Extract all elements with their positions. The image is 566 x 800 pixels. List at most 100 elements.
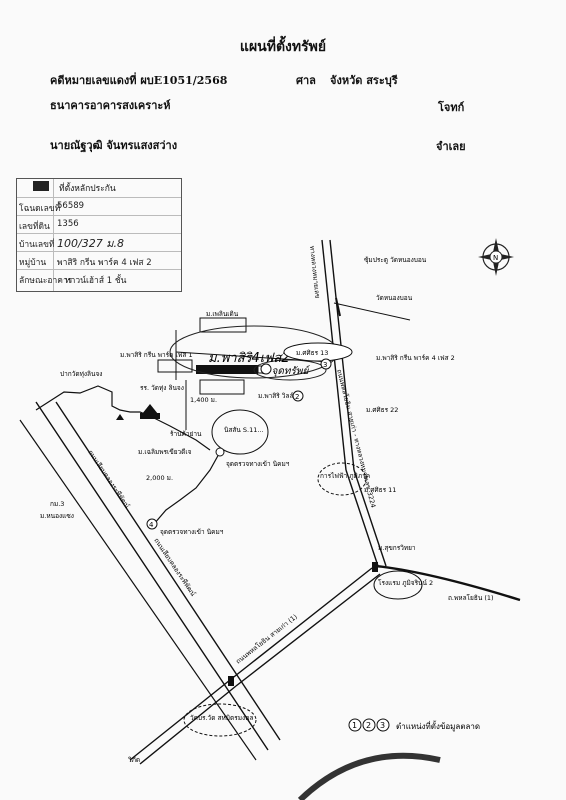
property-row-label: ลักษณะอาคาร bbox=[19, 276, 73, 286]
compass-icon: N bbox=[478, 238, 514, 276]
property-row: ลักษณะอาคาร ทาวน์เฮ้าส์ 1 ชั้น bbox=[17, 269, 181, 288]
map-label: ม.หนองแซง bbox=[40, 512, 74, 520]
property-row-label: หมู่บ้าน bbox=[19, 258, 47, 268]
legend-num: 1 bbox=[352, 721, 357, 730]
road-label: ถนนพหลโยธิน สายเก่า (1) bbox=[234, 613, 299, 666]
road-label: ถนนเลียบคลองระพีพัฒน์ bbox=[152, 537, 197, 599]
traffic-light-icon bbox=[372, 562, 378, 572]
map-label: ม.ศศิธร 11 bbox=[364, 486, 396, 494]
road-line bbox=[35, 385, 211, 451]
road-line bbox=[35, 401, 269, 751]
box-divider bbox=[53, 179, 54, 291]
map-label: จุดตรวจทางเข้า นิคมฯ bbox=[226, 460, 290, 468]
village-box bbox=[199, 379, 245, 395]
road-line bbox=[353, 469, 387, 567]
property-row: บ้านเลขที่ 100/327 ม.8 bbox=[17, 233, 181, 252]
road-label: ถนนพหลโยธิน สายเก่า - ทางหลวงหมายเลข 322… bbox=[335, 369, 377, 509]
property-row-value: 56589 bbox=[57, 201, 85, 211]
property-row-value: พาสิริ กรีน พาร์ค 4 เฟส 2 bbox=[57, 258, 152, 268]
property-row: เลขที่ดิน 1356 bbox=[17, 215, 181, 234]
legend-circle bbox=[348, 718, 362, 732]
property-row-value: 100/327 ม.8 bbox=[57, 237, 124, 250]
map-label: ม.เพลินเดิน bbox=[206, 310, 239, 318]
marker-circle bbox=[320, 358, 332, 370]
village-box bbox=[199, 317, 247, 333]
map-label: ม.พาสิริ วิลล์ bbox=[258, 392, 293, 400]
property-box-header: ที่ตั้งหลักประกัน bbox=[59, 184, 116, 194]
map-label: รร. วัดทุ่ง ลินจง bbox=[140, 384, 184, 392]
map-label: นิสสัน S.11... bbox=[224, 426, 264, 434]
handwritten-mark: 1 จุดทรัพย์ bbox=[262, 365, 310, 377]
map-label: ซุ้มประตู วัดหนองบอน bbox=[364, 256, 427, 264]
map-label: 1,400 ม. bbox=[190, 396, 217, 404]
road-line bbox=[235, 573, 381, 687]
property-row-label: บ้านเลขที่ bbox=[19, 240, 55, 250]
map-label: ถ.พหลโยธิน (1) bbox=[448, 594, 494, 602]
road-label: ถนนเลียบคลองระพีพัฒน์ bbox=[86, 449, 131, 511]
marker-circle bbox=[292, 390, 304, 402]
property-row: หมู่บ้าน พาสิริ กรีน พาร์ค 4 เฟส 2 bbox=[17, 251, 181, 270]
map-label: การไฟฟ้า ภูมิภาค bbox=[320, 472, 370, 480]
stamp-arc bbox=[297, 752, 441, 800]
road-line bbox=[139, 685, 237, 765]
road-line bbox=[333, 302, 411, 321]
redaction-block bbox=[33, 181, 49, 191]
map-label: โรงแรม ภูมิจรินน์ 2 bbox=[378, 579, 433, 587]
village-box bbox=[157, 359, 193, 373]
legend-num: 2 bbox=[366, 721, 371, 730]
document-title: แผนที่ตั้งทรัพย์ bbox=[239, 39, 327, 55]
marker-circle bbox=[146, 518, 158, 530]
map-label: ม.พาสิริ กรีน พาร์ค เฟส 1 bbox=[120, 351, 193, 359]
legend-circle bbox=[376, 718, 390, 732]
road-line bbox=[129, 679, 231, 761]
marker-2: 2 bbox=[295, 393, 299, 401]
map-label: ม.ศศิธร 13 bbox=[296, 349, 328, 357]
road-line bbox=[375, 564, 521, 602]
property-row: โฉนดเลขที่ 56589 bbox=[17, 197, 181, 216]
legend-text: ตำแหน่งที่ตั้งข้อมูลตลาด bbox=[396, 720, 480, 732]
map-label: ม.พาสิริ กรีน พาร์ค 4 เฟส 2 bbox=[376, 354, 455, 362]
map-label: ปากวัดทุ่งลินจง bbox=[60, 370, 102, 378]
map-label: วัดบร.วัด สหมิตรมงคล bbox=[190, 714, 254, 722]
road-line bbox=[19, 419, 257, 761]
map-label: จุดตรวจทางเข้า นิคมฯ bbox=[160, 528, 224, 536]
map-label: ร้านค้าย่าน bbox=[170, 430, 202, 438]
legend-circle bbox=[362, 718, 376, 732]
property-row-value: 1356 bbox=[57, 219, 79, 229]
marker-3: 3 bbox=[323, 361, 327, 369]
highlight-ellipse bbox=[253, 359, 327, 381]
map-label: กม.3 bbox=[50, 500, 64, 508]
court-label: ศาล bbox=[296, 74, 316, 87]
village-oval bbox=[183, 703, 257, 737]
village-oval bbox=[373, 570, 423, 600]
case-number: คดีหมายเลขแดงที่ ผบE1051/2568 bbox=[50, 74, 228, 87]
road-line bbox=[55, 401, 281, 741]
court-name: จังหวัด สระบุรี bbox=[330, 74, 398, 87]
map-label: วิภัด bbox=[128, 756, 141, 764]
property-row-value: ทาวน์เฮ้าส์ 1 ชั้น bbox=[65, 276, 127, 286]
marker-circle bbox=[260, 363, 272, 375]
village-oval bbox=[283, 342, 353, 362]
road-line bbox=[153, 451, 221, 525]
road-line bbox=[335, 297, 341, 317]
road-line bbox=[345, 469, 379, 567]
compass-label: N bbox=[493, 254, 498, 262]
marker-circle bbox=[215, 447, 225, 457]
temple-icon bbox=[116, 404, 160, 420]
village-oval bbox=[211, 409, 269, 455]
map-label: วัดหนองบอน bbox=[376, 294, 413, 302]
marker-4: 4 bbox=[149, 521, 154, 529]
traffic-light-icon bbox=[228, 676, 234, 686]
map-label: ม.ศศิธร 22 bbox=[366, 406, 398, 414]
property-info-box: ที่ตั้งหลักประกัน โฉนดเลขที่ 56589 เลขที… bbox=[16, 178, 182, 292]
road-line bbox=[229, 567, 373, 681]
plaintiff-name: ธนาคารอาคารสงเคราะห์ bbox=[50, 99, 171, 112]
handwritten-label: ม.พาสิริ4เฟส2 bbox=[208, 351, 290, 366]
map-label: ม.สุขกรวิทยา bbox=[378, 544, 416, 552]
legend-num: 3 bbox=[380, 721, 385, 730]
property-row-label: โฉนดเลขที่ bbox=[19, 204, 61, 214]
defendant-role: จำเลย bbox=[436, 140, 466, 153]
property-marker bbox=[196, 365, 258, 374]
